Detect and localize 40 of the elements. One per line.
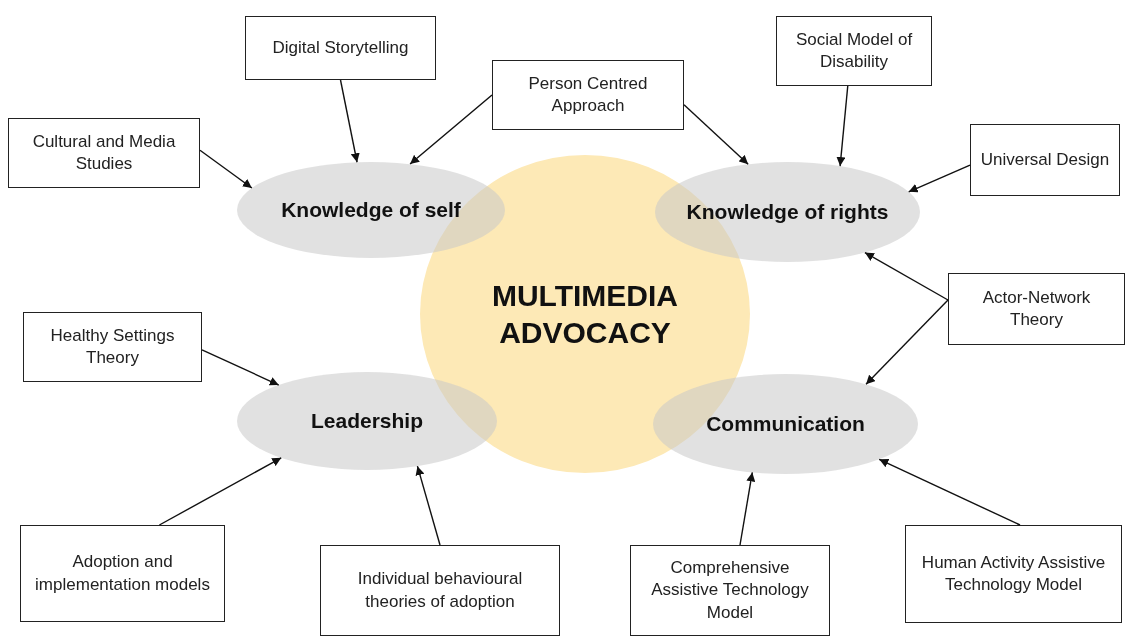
theory-label: Healthy Settings Theory xyxy=(49,324,176,369)
topic-label: Knowledge of self xyxy=(281,196,461,223)
theory-box xyxy=(320,545,560,636)
arrow xyxy=(739,471,756,546)
theory-label: Individual behavioural theories of adoption xyxy=(356,568,524,613)
theory-label: Adoption and implementation models xyxy=(34,551,211,596)
arrow xyxy=(683,104,749,165)
topic-label: Leadership xyxy=(310,407,423,434)
arrow xyxy=(409,94,493,165)
theory-box xyxy=(492,60,684,130)
theory-box xyxy=(630,545,830,636)
theory-label: Universal Design xyxy=(980,148,1110,171)
arrow xyxy=(878,458,1021,526)
theory-box xyxy=(970,124,1120,196)
arrow xyxy=(158,457,282,526)
theory-label: Digital Storytelling xyxy=(272,36,409,59)
theory-label: Actor-Network Theory xyxy=(981,286,1092,331)
arrow xyxy=(836,85,849,167)
theory-box xyxy=(8,118,200,188)
theory-box xyxy=(245,16,436,80)
arrow xyxy=(864,251,949,301)
topic-label: Communication xyxy=(706,410,865,437)
arrow xyxy=(865,299,949,385)
central-title: MULTIMEDIA ADVOCACY xyxy=(490,277,680,351)
arrow xyxy=(199,149,253,189)
arrow xyxy=(907,164,971,193)
arrow xyxy=(339,79,360,163)
theory-box xyxy=(948,273,1125,345)
theory-box xyxy=(20,525,225,622)
theory-label: Comprehensive Assistive Technology Model xyxy=(650,557,810,624)
arrow xyxy=(201,349,280,386)
theory-label: Social Model of Disability xyxy=(794,28,914,73)
topic-label: Knowledge of rights xyxy=(686,198,889,225)
theory-box xyxy=(776,16,932,86)
theory-box xyxy=(23,312,202,382)
theory-label: Cultural and Media Studies xyxy=(31,130,177,175)
theory-label: Person Centred Approach xyxy=(527,72,649,117)
arrow xyxy=(415,465,441,546)
theory-box xyxy=(905,525,1122,623)
theory-label: Human Activity Assistive Technology Model xyxy=(920,551,1107,596)
